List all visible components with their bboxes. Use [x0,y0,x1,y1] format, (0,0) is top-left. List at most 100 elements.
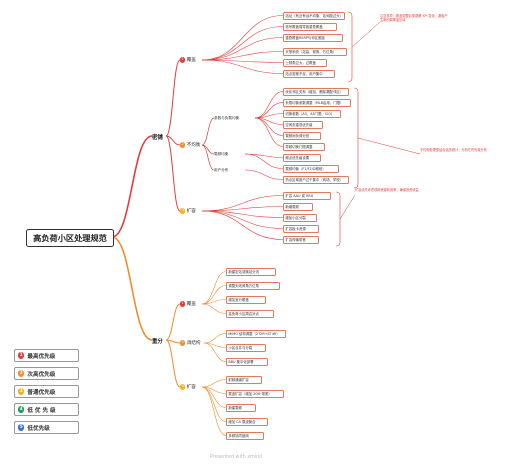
root-topic[interactable]: 高负荷小区处理规范 [26,229,114,247]
edge-root-top [111,135,153,238]
top-leaf[interactable]: 站点密度不足，用户集中 [283,70,335,78]
edge-bottom-group [165,303,181,341]
bottom-leaf[interactable]: MIMO 结构调整（2T2R→4T4R） [226,330,286,338]
legend-label: 最高优先级 [27,353,56,360]
edge-bottom-leaf [201,285,227,305]
top-leaf[interactable]: 异频切换门限调整 [283,143,325,151]
priority-2-icon: 2 [180,142,186,148]
priority-3-icon: 3 [18,388,25,395]
top-leaf[interactable]: 空闲态重选优先级 [283,121,323,129]
edge-bottom-leaf [201,379,227,388]
priority-1-icon: 1 [180,301,186,307]
priority-1-icon: 1 [180,57,186,63]
top-group-expansion-label: 扩容 [186,209,196,214]
edge-bottom-leaf [203,333,227,344]
edge-top-leaf [254,102,284,119]
bottom-group-coverage[interactable]: 1 覆盖 [180,301,196,307]
top-leaf[interactable]: 扩容板卡资源 [283,225,319,233]
bottom-leaf[interactable]: 新建载频 [226,404,256,412]
top-group-imbalance-label: 不均衡 [186,143,201,148]
bottom-group-structure-label: 调结构 [186,341,201,346]
priority-4-icon: 4 [18,406,25,413]
edge-bottom-group [165,339,181,344]
edge-bottom-leaf [203,342,227,362]
top-leaf[interactable]: 切换参数（A3、A5门限、CIO） [283,110,341,118]
top-leaf[interactable]: 载频间负荷分担 [283,132,321,140]
top-leaf[interactable]: 重叠覆盖RSRP与邻区差距 [283,34,343,42]
top-leaf[interactable]: 扩容传输带宽 [283,236,319,244]
top-group-imbalance[interactable]: 2 不均衡 [180,142,200,148]
edge-bottom-leaf [201,271,227,305]
subgroup-carrier[interactable]: 载频均衡 [214,152,229,156]
edge-top-leaf [201,59,284,74]
edge-top-leaf [201,51,284,61]
top-group-coverage[interactable]: 1 覆盖 [180,57,196,63]
edge-bottom-leaf [201,299,227,305]
bottom-group-expansion-label: 扩容 [186,385,196,390]
priority-2-icon: 2 [18,370,25,377]
legend-item: 5 低优先级 [14,421,79,434]
legend-label: 普通优先级 [27,389,56,396]
note-bracket [335,191,341,247]
bottom-leaf[interactable]: 小区合并与分裂 [226,344,266,352]
note-connector [351,21,381,48]
bottom-leaf[interactable]: BBU 集中化部署 [226,358,268,366]
note-connector [339,194,356,220]
subgroup-users[interactable]: 用户分布 [214,168,229,172]
top-leaf[interactable]: 增加小区分裂 [283,214,317,222]
note-connector [357,137,421,155]
edge-top-leaf [201,15,284,61]
bottom-leaf[interactable]: 多频协同组网 [226,432,264,440]
top-leaf[interactable]: 新增载频 [283,203,313,211]
bottom-group-structure[interactable]: 2 调结构 [180,340,200,346]
legend-item: 4 低 优 先 级 [14,403,79,416]
top-leaf[interactable]: 载频均衡（F1/F2/D频段） [283,165,339,173]
bottom-leaf[interactable]: 载波扩容（增加 20M 带宽） [226,390,284,398]
priority-3-icon: 3 [180,384,186,390]
edge-top-group [165,135,181,146]
priority-5-icon: 5 [18,424,25,431]
edge-subgroup [201,117,215,146]
top-leaf[interactable]: 负载均衡参数调整（MLB启用、门限） [283,99,351,107]
bottom-leaf[interactable]: 新建宏站或微站分流 [226,268,276,276]
legend-item: 1 最高优先级 [14,349,79,362]
bottom-leaf[interactable]: 射频通道扩容 [226,376,262,384]
edge-bottom-leaf [201,386,227,422]
top-leaf[interactable]: 天馈系统（站高、倾角、方位角） [283,48,347,56]
bottom-leaf[interactable]: 调整天线倾角方位角 [226,282,280,290]
main-branch-mipu[interactable]: 密铺 [152,135,163,141]
edge-top-leaf [244,169,284,180]
subgroup-params[interactable]: 参数与负载均衡 [214,116,240,120]
edge-top-leaf [244,153,284,169]
edge-bottom-leaf [201,303,227,314]
bottom-leaf[interactable]: 高负荷小区周边补点 [226,310,274,318]
edge-bottom-leaf [201,386,227,436]
bottom-group-expansion[interactable]: 3 扩容 [180,384,196,390]
edge-root-bottom [111,236,153,341]
legend-item: 3 普通优先级 [14,385,79,398]
top-leaf[interactable]: 热点区域用户过于集中（商场、学校） [283,176,349,184]
top-leaf[interactable]: 上倾角过大，过覆盖 [283,59,327,67]
top-leaf[interactable]: 站址（有近有远不均衡、站间距过大） [283,12,345,20]
bottom-leaf[interactable]: 增加室分覆盖 [226,296,266,304]
top-leaf[interactable]: 频点优先级设置 [283,154,321,162]
edge-bottom-group [165,339,181,388]
note-bracket [353,87,359,189]
top-leaf[interactable]: 信号覆盖弱导致重叠覆盖 [283,23,337,31]
top-group-expansion[interactable]: 3 扩容 [180,208,196,214]
top-note-expansion: 扩容优先考虑现网资源利用率，确保投资收益 [355,188,419,192]
legend-label: 次高优先级 [27,371,56,378]
top-leaf[interactable]: 优化邻区关系（增加、删除漏配邻区） [283,88,349,96]
edge-top-leaf [254,91,284,119]
priority-3-icon: 3 [180,208,186,214]
legend-label: 低 优 先 级 [27,407,56,414]
priority-1-icon: 1 [18,352,25,359]
top-leaf[interactable]: 扩容 AAU 或 RRU [283,192,331,200]
top-group-coverage-label: 覆盖 [186,58,196,63]
edge-top-leaf [201,210,284,229]
bottom-leaf[interactable]: 增加 CA 载波聚合 [226,418,268,426]
main-branch-chongfen[interactable]: 重分 [152,339,163,345]
priority-2-icon: 2 [180,340,186,346]
